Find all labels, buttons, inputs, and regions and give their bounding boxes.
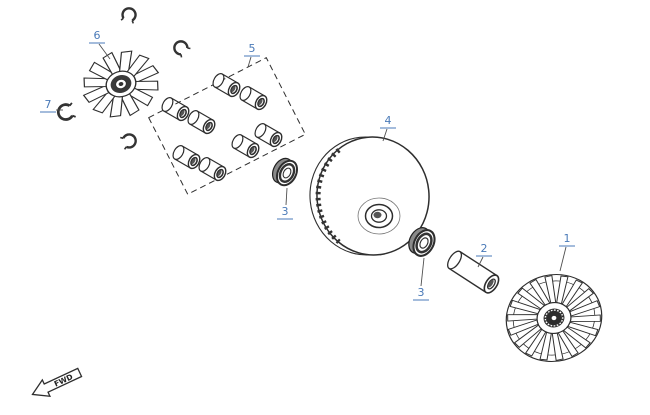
callout-number[interactable]: 6 [94, 29, 101, 42]
callout-3-left[interactable]: 3 [277, 187, 293, 220]
callout-number[interactable]: 7 [45, 98, 52, 111]
callout-number[interactable]: 4 [385, 114, 392, 127]
movable-drive-face [309, 136, 430, 256]
weight-roller [237, 83, 270, 113]
fwd-arrow: FWD [31, 367, 83, 397]
leader-line [247, 56, 252, 68]
leader-line [382, 128, 388, 142]
spacer-bore-shadow [488, 279, 494, 288]
callout-7[interactable]: 7 [40, 98, 63, 113]
callout-3-right[interactable]: 3 [413, 257, 429, 301]
weight-roller [185, 107, 218, 137]
spacer-body-edge [448, 267, 487, 293]
spacer-bushing [447, 250, 500, 294]
disc-serrated-edge [315, 148, 341, 244]
clip-part-7 [55, 101, 78, 123]
disc-bore-shadow [373, 211, 382, 219]
leader-line [477, 256, 484, 268]
callout-2[interactable]: 2 [476, 242, 492, 268]
weight-roller [159, 94, 192, 124]
callout-number[interactable]: 3 [418, 286, 425, 299]
roller-set [147, 57, 307, 195]
leader-line [98, 43, 111, 60]
roller-set-boundary [147, 57, 307, 195]
oil-seal-left [267, 153, 303, 190]
callout-number[interactable]: 2 [481, 242, 488, 255]
leader-line [420, 257, 425, 287]
retaining-clip-bottom [118, 131, 139, 151]
pulley-outer-rim [505, 273, 603, 363]
callout-4[interactable]: 4 [380, 114, 396, 142]
disc-face [316, 136, 430, 256]
callout-5[interactable]: 5 [244, 42, 260, 68]
pulley-spline-teeth [544, 309, 564, 327]
callout-number[interactable]: 3 [282, 205, 289, 218]
fixed-drive-face [505, 273, 603, 363]
disc-hub-ring [357, 197, 401, 235]
leader-line [559, 246, 567, 272]
fwd-arrow-outline [31, 367, 83, 397]
weight-roller [210, 70, 243, 100]
weight-roller [196, 154, 229, 184]
pulley-center-hole [551, 315, 557, 321]
pulley-hub-step [543, 308, 565, 328]
spacer-body-edge [459, 251, 498, 277]
callout-number[interactable]: 1 [564, 232, 571, 245]
spacer-bore [486, 278, 496, 290]
callout-1[interactable]: 1 [559, 232, 575, 272]
fan-wheel [80, 49, 162, 119]
retaining-clip-top [119, 5, 139, 25]
callout-number[interactable]: 5 [249, 42, 256, 55]
fan-center-bore [118, 81, 124, 87]
retaining-clip-right [170, 37, 192, 59]
weight-roller [170, 142, 203, 172]
leader-line [285, 187, 288, 206]
callout-6[interactable]: 6 [89, 29, 111, 60]
fwd-label: FWD [53, 372, 75, 388]
